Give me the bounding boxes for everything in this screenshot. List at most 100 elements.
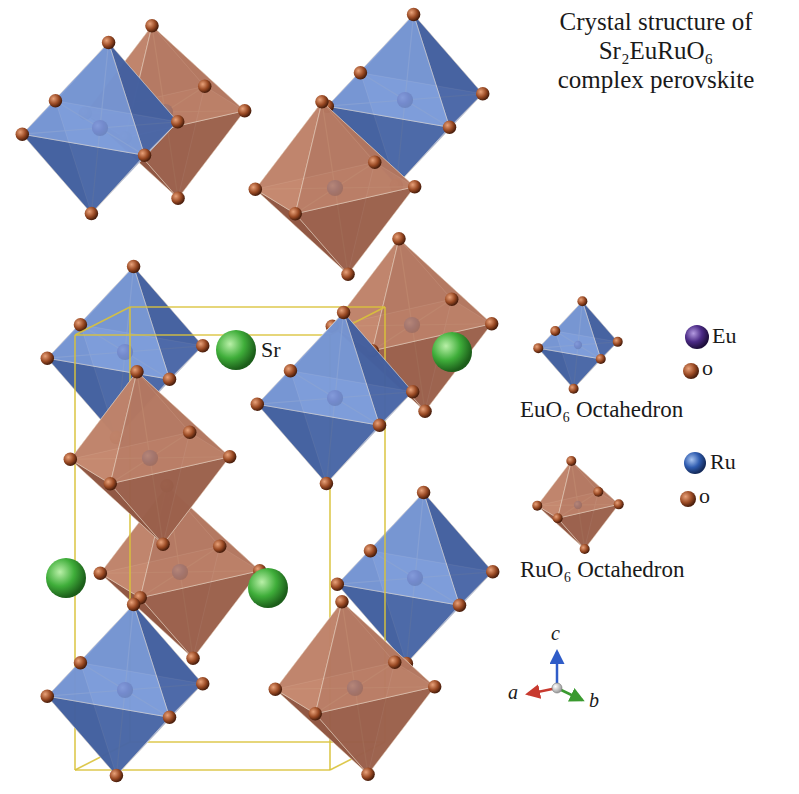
oxygen-atom <box>613 337 623 347</box>
octahedron-face <box>538 301 600 359</box>
sr-atoms <box>46 330 472 608</box>
oxygen-atom <box>94 566 108 580</box>
oxygen-atom <box>251 397 265 411</box>
oxygen-atom <box>213 539 227 553</box>
oxygen-atom <box>127 260 141 274</box>
oxygen-atom <box>445 292 459 306</box>
oxygen-atom <box>198 79 212 93</box>
octahedron-face <box>257 312 379 425</box>
octahedron-face <box>47 604 169 717</box>
oxygen-atom <box>486 565 500 579</box>
oxygen-atom <box>110 769 124 783</box>
key-sphere <box>684 452 706 474</box>
legend-label: RuO₆ Octahedron <box>520 557 685 583</box>
oxygen-atom <box>74 656 88 670</box>
octahedron <box>251 306 420 491</box>
oxygen-atom <box>127 598 141 612</box>
oxygen-atom <box>577 296 587 306</box>
oxygen-atom <box>553 513 563 523</box>
title-line: Crystal structure of <box>516 8 796 37</box>
oxygen-atom <box>41 351 55 365</box>
oxygen-atom <box>407 8 421 22</box>
figure-title: Crystal structure of Sr₂EuRuO₆ complex p… <box>516 8 796 94</box>
c-axis-arrow <box>556 652 559 688</box>
front-octahedra <box>16 36 442 783</box>
sr-atom <box>46 558 86 598</box>
oxygen-atom <box>443 121 457 135</box>
oxygen-atom <box>408 180 422 194</box>
oxygen-atom <box>337 306 351 320</box>
oxygen-atom <box>309 707 323 721</box>
oxygen-atom <box>614 499 624 509</box>
axis-origin <box>552 683 562 693</box>
sr-atom <box>216 330 256 370</box>
oxygen-atom <box>64 452 78 466</box>
oxygen-atom <box>476 87 490 101</box>
oxygen-atom <box>392 232 406 246</box>
oxygen-atom <box>163 711 177 725</box>
octahedron <box>533 296 622 393</box>
key-sphere <box>683 363 699 379</box>
octahedron <box>249 95 422 281</box>
oxygen-atom <box>485 317 499 331</box>
oxygen-atom <box>341 267 355 281</box>
oxygen-atom <box>361 767 375 781</box>
oxygen-atom <box>186 651 200 665</box>
octahedron-face <box>47 266 169 379</box>
oxygen-atom <box>354 66 368 80</box>
atom-label: o <box>702 355 713 380</box>
oxygen-atom <box>315 95 329 109</box>
oxygen-atom <box>418 404 432 418</box>
oxygen-atom <box>85 207 99 221</box>
oxygen-atom <box>320 477 334 491</box>
oxygen-atom <box>156 537 170 551</box>
oxygen-atom <box>196 339 210 353</box>
oxygen-atom <box>269 682 283 696</box>
atom-label: Ru <box>710 449 736 474</box>
oxygen-atom <box>49 94 63 108</box>
octahedron-face <box>372 239 491 351</box>
axis-triad <box>528 652 582 700</box>
oxygen-atom <box>335 595 349 609</box>
cell-edge <box>75 307 130 335</box>
axis-label: c <box>551 622 560 645</box>
axis-label: a <box>508 681 518 704</box>
octahedron <box>64 365 237 551</box>
oxygen-atom <box>284 364 298 378</box>
oxygen-atom <box>289 207 303 221</box>
title-line: Sr₂EuRuO₆ <box>516 37 796 66</box>
oxygen-atom <box>102 36 116 50</box>
oxygen-atom <box>364 544 378 558</box>
octahedron-face <box>110 372 229 484</box>
oxygen-atom <box>388 655 402 669</box>
octahedron-face <box>558 461 619 518</box>
oxygen-atom <box>596 354 606 364</box>
oxygen-atom <box>145 19 159 33</box>
oxygen-atom <box>593 487 603 497</box>
octahedron-face <box>22 42 144 155</box>
octahedron <box>269 595 442 781</box>
sr-atom <box>432 332 472 372</box>
oxygen-atom <box>171 115 185 129</box>
octahedron-face <box>295 102 414 214</box>
oxygen-atom <box>183 425 197 439</box>
octahedron <box>532 456 623 554</box>
oxygen-atom <box>163 373 177 387</box>
oxygen-atom <box>566 456 576 466</box>
oxygen-atom <box>417 486 431 500</box>
oxygen-atom <box>331 577 345 591</box>
oxygen-atom <box>569 384 579 394</box>
oxygen-atom <box>249 182 263 196</box>
oxygen-atom <box>533 343 543 353</box>
octahedron <box>41 598 210 783</box>
oxygen-atom <box>406 385 420 399</box>
octahedron-face <box>315 602 434 714</box>
octahedron-face <box>337 492 459 605</box>
oxygen-atom <box>238 104 252 118</box>
octahedron <box>16 36 185 221</box>
octahedron-face <box>327 14 449 127</box>
title-line: complex perovskite <box>516 66 796 95</box>
key-sphere <box>685 325 709 349</box>
legend-icons <box>532 296 709 554</box>
oxygen-atom <box>223 450 237 464</box>
